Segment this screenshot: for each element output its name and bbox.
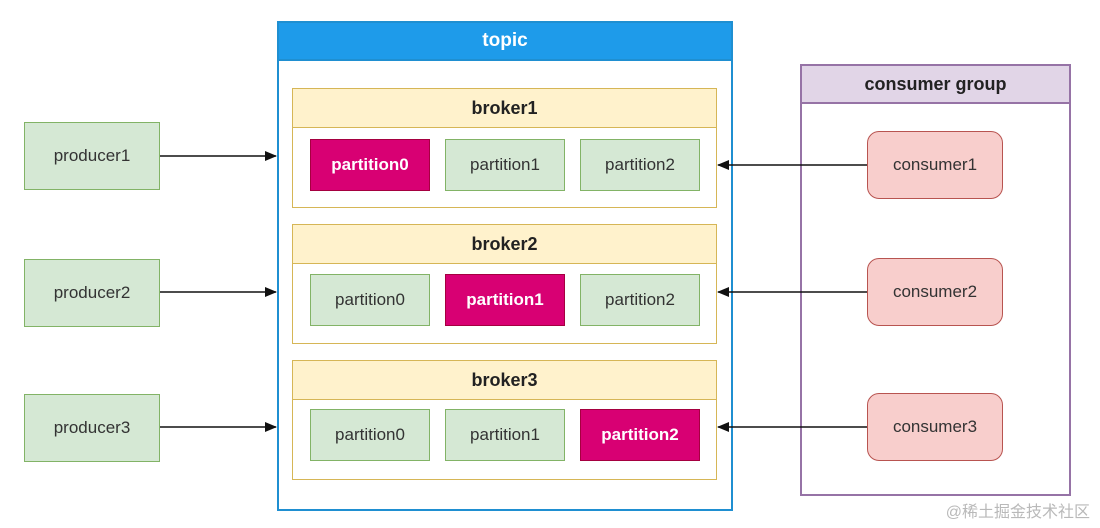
consumer-group-title: consumer group (800, 64, 1071, 104)
broker-title: broker3 (292, 360, 717, 400)
partition-box: partition2 (580, 409, 700, 461)
watermark: @稀土掘金技术社区 (945, 504, 1090, 521)
producer-box: producer2 (24, 259, 160, 327)
partition-box: partition2 (580, 274, 700, 326)
broker-title: broker2 (292, 224, 717, 264)
producer-box: producer1 (24, 122, 160, 190)
partition-box: partition1 (445, 274, 565, 326)
producer-box: producer3 (24, 394, 160, 462)
partition-box: partition1 (445, 139, 565, 191)
partition-box: partition0 (310, 409, 430, 461)
partition-box: partition0 (310, 139, 430, 191)
partition-box: partition1 (445, 409, 565, 461)
topic-title: topic (277, 21, 733, 61)
consumer-box: consumer1 (867, 131, 1003, 199)
consumer-box: consumer2 (867, 258, 1003, 326)
partition-box: partition2 (580, 139, 700, 191)
consumer-box: consumer3 (867, 393, 1003, 461)
partition-box: partition0 (310, 274, 430, 326)
broker-title: broker1 (292, 88, 717, 128)
